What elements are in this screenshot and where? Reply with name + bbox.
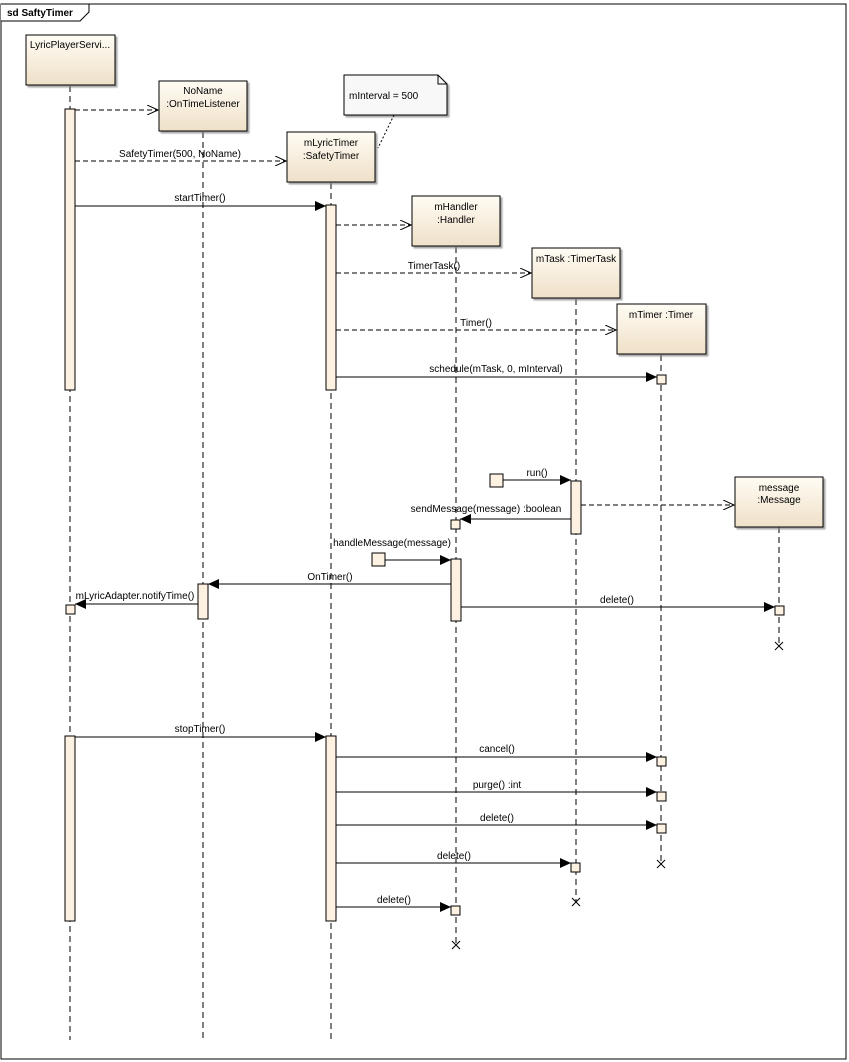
message-delete-handler: delete() — [336, 895, 451, 912]
lifeline-lyric-timer: mLyricTimer :SafetyTimer — [286, 131, 376, 183]
execution-square — [656, 756, 667, 767]
activation-bar — [197, 583, 209, 620]
lifeline-box — [286, 131, 376, 183]
frame-border — [0, 3, 847, 1060]
lifeline-name: mTimer :Timer — [629, 310, 694, 321]
lifeline-type: :SafetyTimer — [303, 151, 360, 162]
destroy-mark — [774, 641, 784, 651]
message-label: purge() :int — [473, 780, 522, 791]
activation-bar — [570, 480, 582, 535]
found-message-source — [489, 473, 504, 488]
lifeline-task: mTask :TimerTask — [531, 247, 621, 299]
lifeline-handler: mHandler :Handler — [411, 195, 501, 247]
found-message-source — [371, 552, 386, 567]
message-cancel: cancel() — [336, 744, 657, 762]
execution-square — [656, 791, 667, 802]
note-fold — [437, 75, 447, 85]
frame-title-tab — [1, 3, 90, 22]
message-delete-task: delete() — [336, 851, 571, 868]
message-run: run() — [503, 468, 571, 485]
execution-square — [450, 905, 461, 916]
lifeline-name: mTask :TimerTask — [536, 254, 617, 265]
lifeline-timer: mTimer :Timer — [616, 303, 707, 355]
message-delete-timer: delete() — [336, 813, 657, 830]
note-text: mInterval = 500 — [349, 91, 419, 102]
message-on-timer: OnTimer() — [208, 572, 451, 589]
execution-square — [450, 519, 461, 530]
lifeline-type: :Message — [757, 495, 801, 506]
activation-bar — [325, 735, 337, 922]
message-label: delete() — [480, 813, 514, 824]
message-timer-task: TimerTask() — [336, 261, 531, 273]
lifeline-message: message :Message — [734, 476, 824, 528]
message-label: TimerTask() — [408, 261, 460, 272]
message-schedule: schedule(mTask, 0, mInterval) — [336, 364, 657, 382]
lifeline-type: :Handler — [437, 215, 475, 226]
activation-bar — [64, 735, 76, 922]
lifeline-noname: NoName :OnTimeListener — [158, 80, 248, 132]
message-label: run() — [526, 468, 547, 479]
message-label: mLyricAdapter.notifyTime() — [76, 591, 195, 602]
lifeline-box — [411, 195, 501, 247]
message-safety-timer: SafetyTimer(500, NoName) — [75, 149, 286, 161]
activation-bar — [325, 204, 337, 391]
message-notify-time: mLyricAdapter.notifyTime() — [75, 591, 198, 609]
execution-square — [656, 823, 667, 834]
message-timer-create: Timer() — [336, 318, 616, 330]
message-label: SafetyTimer(500, NoName) — [119, 149, 241, 160]
message-label: schedule(mTask, 0, mInterval) — [429, 364, 562, 375]
lifeline-box — [531, 247, 621, 299]
execution-square — [774, 605, 785, 616]
message-label: sendMessage(message) :boolean — [411, 504, 562, 515]
message-label: OnTimer() — [307, 572, 352, 583]
message-delete-message: delete() — [461, 595, 775, 612]
execution-square — [570, 862, 581, 873]
message-label: delete() — [377, 895, 411, 906]
destroy-mark — [571, 897, 581, 907]
message-purge: purge() :int — [336, 780, 657, 797]
message-label: handleMessage(message) — [333, 538, 451, 549]
lifeline-box — [158, 80, 248, 132]
activation-bar — [450, 558, 462, 622]
lifeline-name: message — [759, 483, 800, 494]
message-label: delete() — [600, 595, 634, 606]
execution-square — [65, 604, 76, 615]
lifeline-name: LyricPlayerServi... — [30, 40, 110, 51]
message-send-message: sendMessage(message) :boolean — [411, 504, 571, 524]
destroy-mark — [451, 940, 461, 950]
message-stop-timer: stopTimer() — [75, 724, 326, 742]
note: mInterval = 500 — [343, 74, 448, 149]
activation-bar — [64, 108, 76, 391]
lifeline-name: NoName — [183, 86, 223, 97]
lifeline-lyric-player: LyricPlayerServi... — [25, 34, 116, 86]
lifeline-name: mLyricTimer — [304, 138, 359, 149]
lifeline-box — [25, 34, 116, 86]
lifeline-type: :OnTimeListener — [166, 99, 240, 110]
message-label: delete() — [437, 851, 471, 862]
message-label: cancel() — [479, 744, 515, 755]
message-label: stopTimer() — [175, 724, 226, 735]
message-label: Timer() — [460, 318, 492, 329]
lifeline-box — [616, 303, 707, 355]
message-label: startTimer() — [174, 193, 225, 204]
frame-title: sd SaftyTimer — [7, 8, 73, 19]
execution-square — [656, 374, 667, 385]
lifeline-name: mHandler — [434, 202, 478, 213]
message-handle-message: handleMessage(message) — [333, 538, 451, 565]
destroy-mark — [656, 859, 666, 869]
message-start-timer: startTimer() — [75, 193, 326, 211]
note-shape — [343, 74, 448, 116]
lifeline-box — [734, 476, 824, 528]
